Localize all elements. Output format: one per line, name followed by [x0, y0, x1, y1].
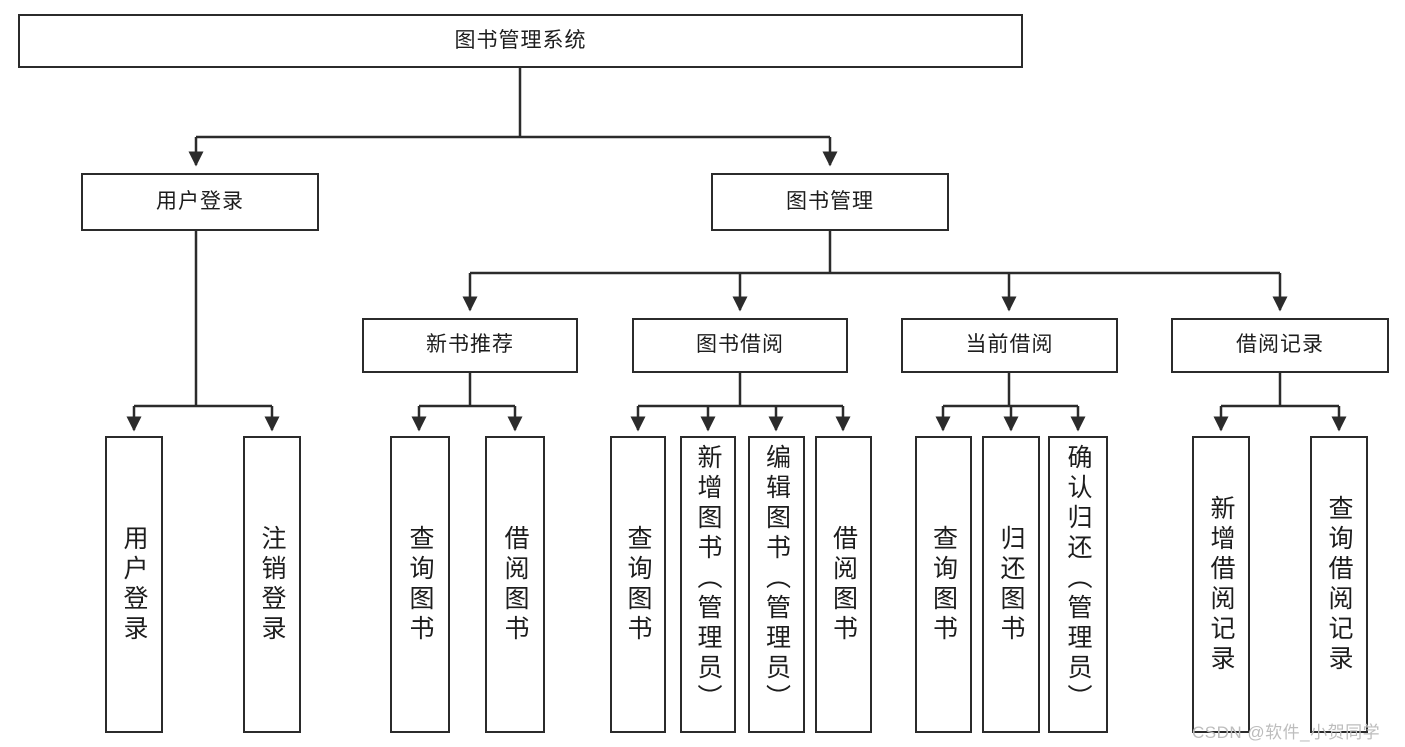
node-current-borrow-label: 当前借阅: [965, 333, 1054, 357]
node-leaf-query-record-label: 查询借阅记录: [1325, 494, 1353, 675]
node-leaf-add-record-label: 新增借阅记录: [1207, 494, 1235, 675]
csdn-watermark: CSDN @软件_小贺同学: [1192, 723, 1381, 742]
node-leaf-borrow-book-2[interactable]: 借阅图书: [815, 436, 872, 733]
node-book-manage[interactable]: 图书管理: [711, 173, 949, 231]
node-leaf-query-record[interactable]: 查询借阅记录: [1310, 436, 1368, 733]
node-leaf-edit-book[interactable]: 编辑图书（管理员）: [748, 436, 805, 733]
node-new-book-rec-label: 新书推荐: [426, 333, 514, 357]
node-book-borrow[interactable]: 图书借阅: [632, 318, 848, 373]
node-user-login-label: 用户登录: [156, 189, 244, 213]
node-borrow-record-label: 借阅记录: [1236, 333, 1324, 357]
node-leaf-confirm-return-label: 确认归还（管理员）: [1064, 444, 1092, 714]
node-leaf-return-book-label: 归还图书: [997, 524, 1025, 645]
node-root[interactable]: 图书管理系统: [18, 14, 1023, 68]
node-borrow-record[interactable]: 借阅记录: [1171, 318, 1389, 373]
node-leaf-borrow-book-2-label: 借阅图书: [829, 524, 858, 645]
node-leaf-query-book-3-label: 查询图书: [929, 524, 958, 645]
node-leaf-return-book[interactable]: 归还图书: [982, 436, 1040, 733]
node-user-login[interactable]: 用户登录: [81, 173, 319, 231]
node-leaf-user-login[interactable]: 用户登录: [105, 436, 163, 733]
node-root-label: 图书管理系统: [454, 28, 587, 52]
node-leaf-user-logout[interactable]: 注销登录: [243, 436, 301, 733]
node-leaf-add-book-label: 新增图书（管理员）: [694, 444, 722, 714]
node-leaf-user-logout-label: 注销登录: [258, 524, 286, 645]
node-leaf-borrow-book-1[interactable]: 借阅图书: [485, 436, 545, 733]
node-leaf-query-book-2-label: 查询图书: [624, 524, 652, 645]
node-leaf-query-book-1[interactable]: 查询图书: [390, 436, 450, 733]
node-book-borrow-label: 图书借阅: [696, 333, 784, 357]
node-leaf-edit-book-label: 编辑图书（管理员）: [762, 444, 791, 714]
node-leaf-confirm-return[interactable]: 确认归还（管理员）: [1048, 436, 1108, 733]
node-new-book-rec[interactable]: 新书推荐: [362, 318, 578, 373]
node-leaf-add-record[interactable]: 新增借阅记录: [1192, 436, 1250, 733]
node-leaf-add-book[interactable]: 新增图书（管理员）: [680, 436, 736, 733]
node-leaf-query-book-3[interactable]: 查询图书: [915, 436, 972, 733]
node-leaf-query-book-1-label: 查询图书: [406, 524, 434, 645]
node-leaf-borrow-book-1-label: 借阅图书: [501, 524, 529, 645]
node-book-manage-label: 图书管理: [786, 189, 874, 213]
node-leaf-user-login-label: 用户登录: [120, 524, 148, 645]
node-current-borrow[interactable]: 当前借阅: [901, 318, 1118, 373]
node-leaf-query-book-2[interactable]: 查询图书: [610, 436, 666, 733]
